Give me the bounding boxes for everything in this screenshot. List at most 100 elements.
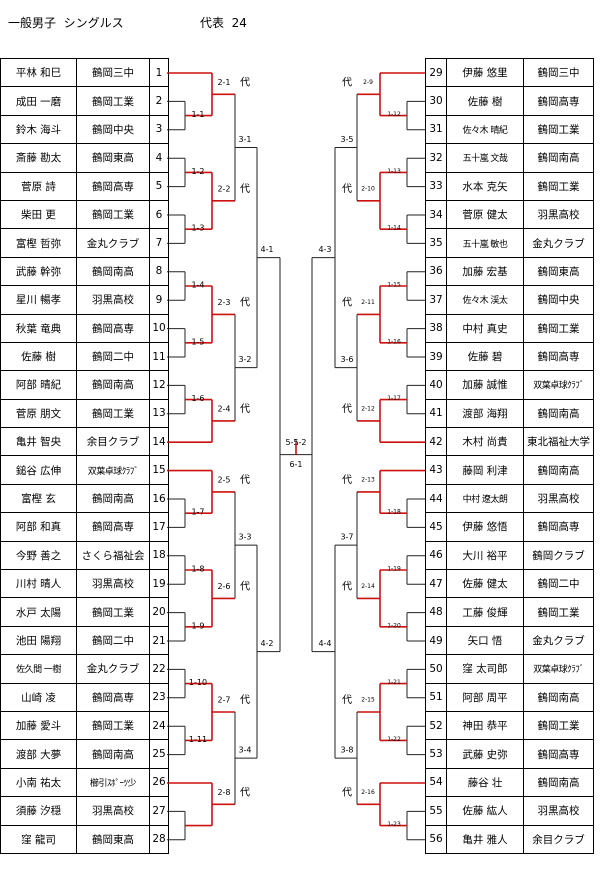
match-label: 1-6: [191, 394, 204, 403]
player-club: 金丸クラブ: [76, 654, 150, 684]
player-name: 工藤 俊輝: [446, 597, 524, 627]
match-label: 1-11: [189, 735, 207, 744]
player-club: 双葉卓球ｸﾗﾌﾞ: [523, 654, 594, 684]
match-label: 1-16: [387, 338, 401, 345]
match-label: 1-22: [387, 736, 401, 743]
player-name: 須藤 汐穏: [0, 796, 77, 826]
match-label: 2-4: [217, 404, 230, 413]
match-label: 1-9: [191, 621, 204, 630]
player-name: 窪 太司郎: [446, 654, 524, 684]
match-label: 2-5: [217, 475, 230, 484]
player-club: 櫛引ｽﾎﾟｰﾂ少: [76, 767, 150, 798]
player-name: 鎚谷 広伸: [0, 455, 77, 485]
representative-mark: 代: [240, 474, 250, 486]
match-label: 3-6: [340, 355, 353, 364]
match-label: 3-3: [238, 533, 251, 542]
player-club: 鶴岡三中: [523, 57, 594, 88]
player-name: 窪 龍司: [0, 824, 77, 854]
player-club: 鶴岡南高: [76, 370, 150, 400]
representative-mark: 代: [342, 694, 352, 706]
player-name: 秋葉 竜典: [0, 313, 77, 343]
match-label: 2-9: [363, 79, 373, 86]
player-name: 池田 陽翔: [0, 625, 77, 656]
match-label: 2-2: [217, 184, 230, 193]
match-label: 1-3: [191, 224, 204, 233]
seed-number: 18: [149, 540, 169, 571]
player-club: 羽黒高校: [523, 483, 594, 514]
player-name: 加藤 誠惟: [446, 370, 524, 400]
match-label: 3-4: [238, 746, 251, 755]
match-label: 2-7: [217, 696, 230, 705]
seed-number: 29: [425, 57, 447, 88]
player-club: 金丸クラブ: [523, 228, 594, 258]
page-title: 一般男子 シングルス: [8, 16, 124, 30]
player-club: 鶴岡工業: [76, 597, 150, 627]
player-club: 鶴岡工業: [523, 114, 594, 145]
match-label: 2-14: [361, 583, 375, 590]
player-name: 水本 克矢: [446, 171, 524, 201]
representative-mark: 代: [240, 403, 250, 415]
match-label: 4-4: [318, 639, 331, 648]
seed-number: 55: [425, 796, 447, 826]
match-label: 5-1: [285, 438, 298, 447]
representative-mark: 代: [342, 183, 352, 195]
representatives-count: 代表 24: [200, 16, 247, 30]
seed-number: 45: [425, 512, 447, 542]
match-label: 1-12: [387, 111, 401, 118]
player-name: 佐藤 紘人: [446, 796, 524, 826]
seed-number: 10: [149, 313, 169, 343]
player-club: 鶴岡南高: [523, 455, 594, 485]
seed-number: 44: [425, 483, 447, 514]
match-label: 6-1: [289, 460, 302, 469]
player-name: 五十嵐 敏也: [446, 228, 524, 258]
player-club: 羽黒高校: [76, 285, 150, 315]
player-club: 鶴岡高専: [523, 341, 594, 372]
seed-number: 21: [149, 625, 169, 656]
match-label: 2-16: [361, 789, 375, 796]
player-club: 鶴岡南高: [523, 398, 594, 429]
player-club: 鶴岡工業: [523, 313, 594, 343]
player-club: 鶴岡高専: [76, 512, 150, 542]
player-club: 鶴岡高専: [523, 739, 594, 769]
representative-mark: 代: [342, 786, 352, 798]
player-name: 伊藤 悠悟: [446, 512, 524, 542]
match-label: 2-8: [217, 788, 230, 797]
player-club: 鶴岡工業: [76, 199, 150, 230]
representative-mark: 代: [240, 76, 250, 88]
player-club: 鶴岡工業: [523, 597, 594, 627]
match-label: 2-10: [361, 185, 375, 192]
player-club: 羽黒高校: [76, 569, 150, 599]
player-name: 星川 暢孝: [0, 285, 77, 315]
player-name: 佐久間 一樹: [0, 654, 77, 684]
seed-number: 34: [425, 199, 447, 230]
representative-mark: 代: [342, 474, 352, 486]
player-club: 鶴岡工業: [523, 710, 594, 741]
match-label: 1-7: [191, 508, 204, 517]
seed-number: 23: [149, 682, 169, 712]
representative-mark: 代: [240, 786, 250, 798]
match-label: 1-20: [387, 622, 401, 629]
seed-number: 28: [149, 824, 169, 854]
match-label: 2-15: [361, 697, 375, 704]
player-club: 鶴岡東高: [523, 256, 594, 287]
